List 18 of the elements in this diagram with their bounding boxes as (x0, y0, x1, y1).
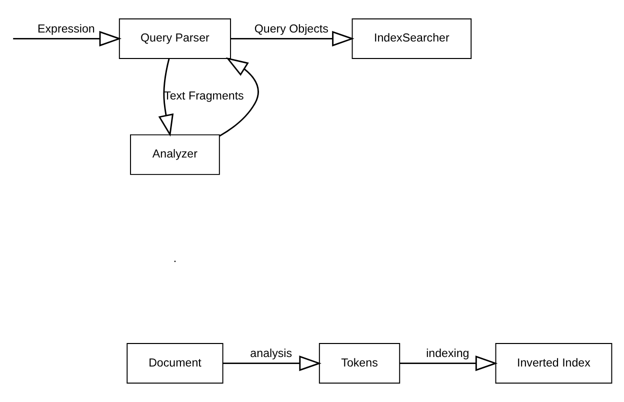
arrow (400, 356, 498, 372)
node-box: Analyzer (130, 134, 220, 175)
edge-label: indexing (426, 348, 470, 360)
node-box: Query Parser (118, 18, 231, 59)
edge-label: Query Objects (254, 23, 328, 36)
edge-label: analysis (250, 348, 292, 360)
arrow (13, 30, 122, 46)
node-box: Inverted Index (495, 343, 612, 384)
arrow (219, 57, 259, 137)
node-box: IndexSearcher (352, 18, 472, 59)
node-box: Document (126, 343, 224, 384)
node-box: Tokens (318, 343, 400, 384)
edge-label: Text Fragments (164, 90, 244, 103)
arrow (230, 30, 354, 46)
arrow (158, 58, 174, 137)
arrow (222, 356, 322, 372)
edge-label: Expression (38, 23, 95, 36)
label: . (173, 252, 177, 265)
